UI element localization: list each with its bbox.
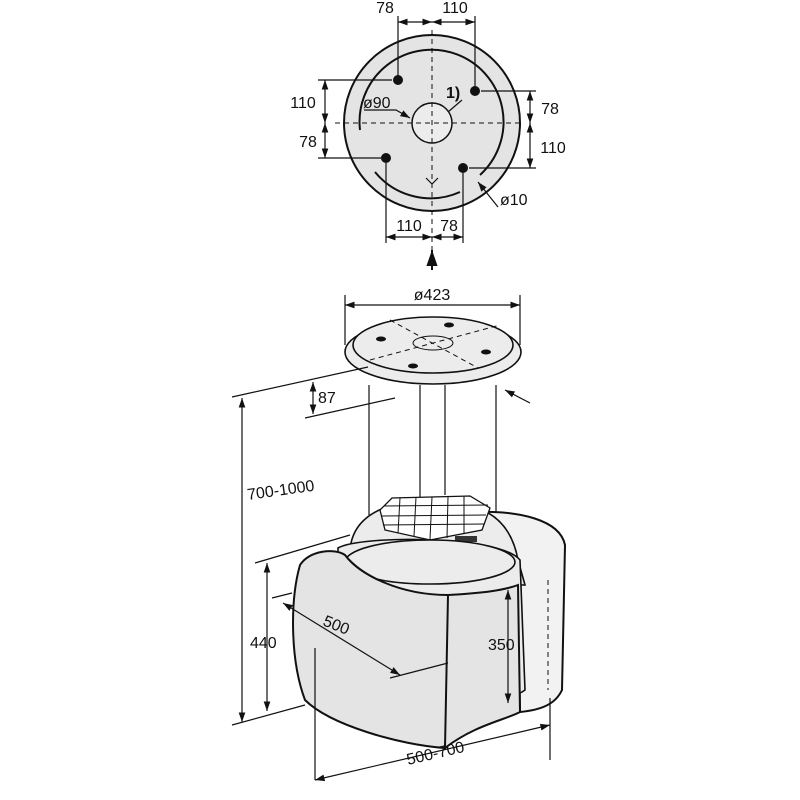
dimension-line	[314, 723, 551, 782]
dim-bottom-left: 110	[396, 218, 422, 235]
extension-line	[304, 397, 396, 419]
pointer-arrow-icon	[504, 389, 531, 404]
mounting-hole	[381, 153, 391, 163]
dim-bottom-right: 78	[440, 218, 458, 235]
plate-diameter-label: ø423	[414, 287, 451, 304]
extension-line	[231, 704, 306, 726]
direction-arrow-icon	[425, 177, 439, 185]
dim-left-upper: 110	[290, 95, 316, 112]
dim-right-lower: 110	[540, 140, 566, 157]
total-height-label: 700-1000	[246, 478, 315, 504]
extension-line	[231, 366, 369, 398]
plate-center-line	[389, 319, 479, 369]
plate-mounting-hole	[481, 349, 491, 355]
plate-mounting-hole	[376, 336, 386, 342]
top-view: 78 110 110 78 78 110 110 78 ø90 1) ø10	[290, 0, 566, 270]
inner-arc	[358, 48, 505, 176]
note-leader	[447, 99, 463, 113]
plate-mounting-hole	[408, 363, 418, 369]
hood-side-panel	[443, 583, 522, 751]
extension-line	[271, 592, 293, 599]
inner-height-label: 350	[488, 637, 515, 654]
plate-mounting-hole	[444, 322, 454, 328]
hood-back-band	[468, 510, 567, 714]
mounting-hole	[470, 86, 480, 96]
iso-view: ø423 87 700-1000 440 500 350 500-700	[231, 287, 567, 782]
control-panel	[455, 536, 477, 542]
hub-diameter-label: ø90	[363, 95, 391, 112]
dim-right-upper: 78	[541, 101, 559, 118]
hood-height-label: 440	[250, 635, 277, 652]
hole-diameter-leader	[477, 181, 499, 208]
hub-diameter-leader	[364, 109, 411, 119]
extension-line	[254, 534, 351, 564]
mounting-hole	[458, 163, 468, 173]
ceiling-plate-top	[352, 316, 514, 374]
mounting-hole	[393, 75, 403, 85]
grease-filter	[379, 495, 491, 541]
inner-arc	[374, 171, 461, 200]
plate-center-line	[369, 324, 501, 361]
hole-diameter-label: ø10	[500, 192, 528, 209]
filter-grid	[381, 496, 489, 540]
dim-top-right: 110	[442, 0, 468, 17]
note-marker: 1)	[446, 85, 460, 102]
dim-left-lower: 78	[299, 134, 317, 151]
dimension-line	[282, 602, 401, 676]
dim-top-left: 78	[376, 0, 394, 17]
extension-line	[389, 662, 449, 679]
plate-hub	[412, 335, 454, 351]
plate-height-label: 87	[318, 390, 336, 407]
